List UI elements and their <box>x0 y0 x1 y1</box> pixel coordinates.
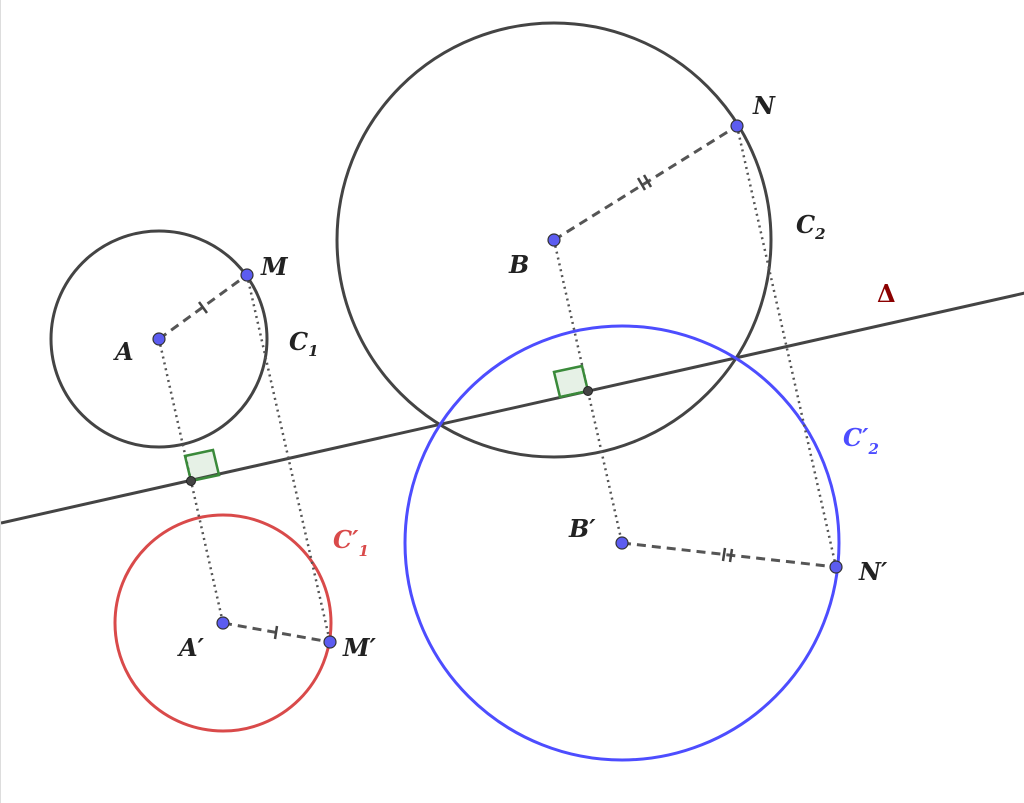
label-n-prime: N′ <box>858 557 888 586</box>
label-a: A <box>113 337 134 366</box>
label-delta: Δ <box>877 279 896 308</box>
label-n: N <box>752 91 776 120</box>
tick-mark <box>636 177 647 191</box>
point-a[interactable] <box>152 332 166 346</box>
point-b[interactable] <box>547 233 561 247</box>
point-n-prime[interactable] <box>829 560 843 574</box>
label-c1-prime: C′1 <box>333 525 369 560</box>
right-angle-marker <box>183 448 221 483</box>
label-b: B <box>508 250 529 279</box>
point-b-prime[interactable] <box>615 536 629 550</box>
segment-m-m-prime <box>245 274 332 643</box>
circle-c2 <box>335 21 773 459</box>
tick-mark <box>273 625 279 640</box>
tick-mark <box>197 301 209 314</box>
radius-am <box>158 273 248 341</box>
point-n[interactable] <box>730 119 744 133</box>
label-c2-prime: C′2 <box>843 423 879 458</box>
segment-b-b-prime <box>552 239 624 544</box>
radius-a-prime-m-prime <box>222 621 331 644</box>
radius-b-prime-n-prime <box>621 541 837 569</box>
foot-point <box>583 386 593 396</box>
label-c1: C1 <box>289 327 319 360</box>
point-m[interactable] <box>240 268 254 282</box>
point-a-prime[interactable] <box>216 616 230 630</box>
tick-mark <box>642 174 653 188</box>
right-angle-marker <box>552 364 590 399</box>
label-c2: C2 <box>796 210 826 243</box>
label-m: M <box>260 252 289 281</box>
label-m-prime: M′ <box>342 633 377 662</box>
foot-point <box>186 476 196 486</box>
circle-c2-prime <box>403 324 841 762</box>
radius-bn <box>553 124 738 242</box>
circle-c1 <box>49 229 269 449</box>
tick-mark <box>721 547 727 562</box>
point-m-prime[interactable] <box>323 635 337 649</box>
line-delta <box>1 291 1024 525</box>
tick-mark <box>728 548 734 563</box>
circle-c1-prime <box>113 513 333 733</box>
label-a-prime: A′ <box>177 633 205 662</box>
label-b-prime: B′ <box>568 514 596 543</box>
